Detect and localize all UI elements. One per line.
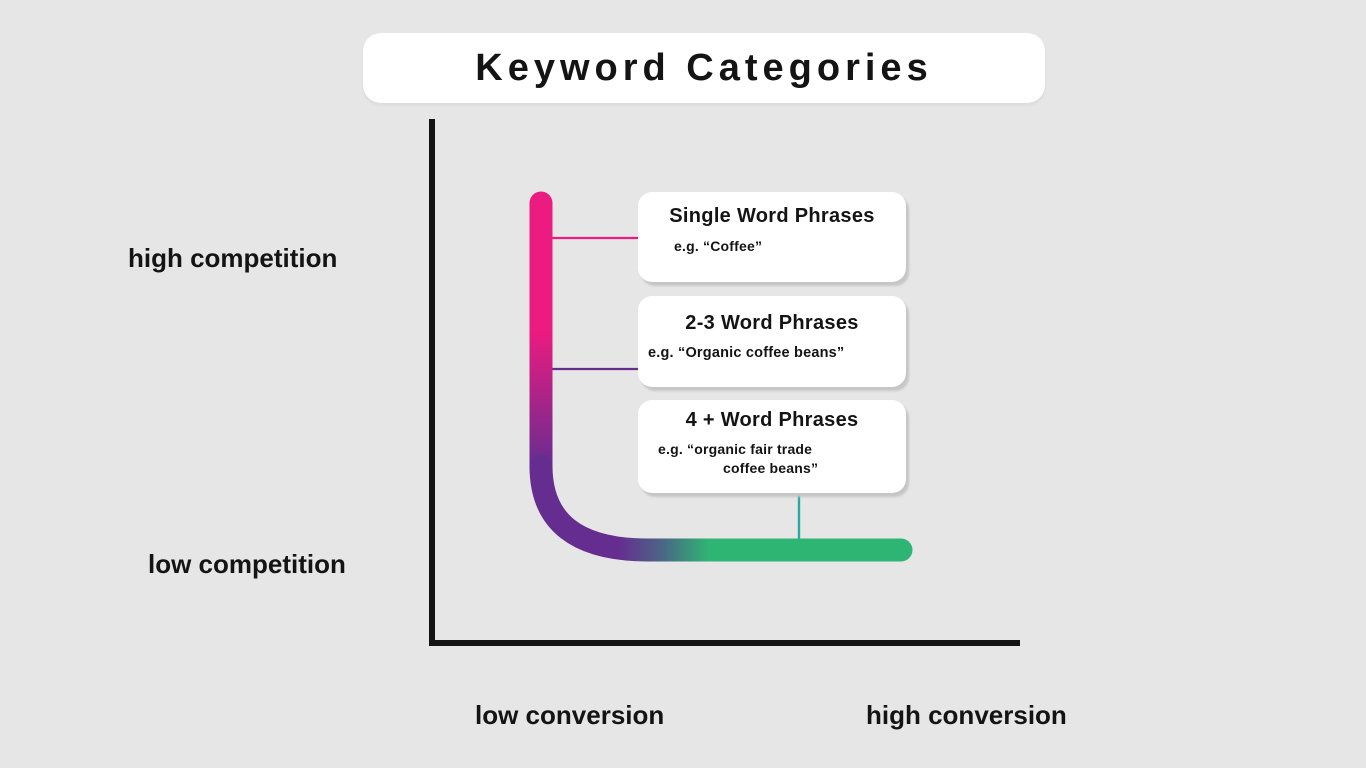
card-title: 4 + Word Phrases [685,409,859,431]
curve-bend-horizontal-segment [529,454,913,562]
card-four-plus-word-phrases: 4 + Word Phrases e.g. “organic fair trad… [638,400,906,493]
card-single-word-phrases: Single Word Phrases e.g. “Coffee” [638,192,906,282]
card-example-line2: coffee beans” [723,460,819,476]
card-example-line1: e.g. “organic fair trade [658,441,813,457]
title-box: Keyword Categories [363,33,1045,103]
x-axis-label-high-conversion: high conversion [866,700,1067,730]
page-title: Keyword Categories [475,46,933,89]
card-example: e.g. “Organic coffee beans” [648,345,845,361]
card-title: 2-3 Word Phrases [685,312,859,334]
card-example: e.g. “organic fair trade coffee beans” [638,440,906,478]
x-axis-label-low-conversion: low conversion [475,700,665,730]
y-axis-line [429,119,435,646]
x-axis-line [429,640,1020,646]
card-two-three-word-phrases: 2-3 Word Phrases e.g. “Organic coffee be… [638,296,906,387]
card-title: Single Word Phrases [669,205,875,227]
y-axis-label-high-competition: high competition [128,243,338,273]
card-example: e.g. “Coffee” [674,238,763,254]
y-axis-label-low-competition: low competition [148,549,346,579]
